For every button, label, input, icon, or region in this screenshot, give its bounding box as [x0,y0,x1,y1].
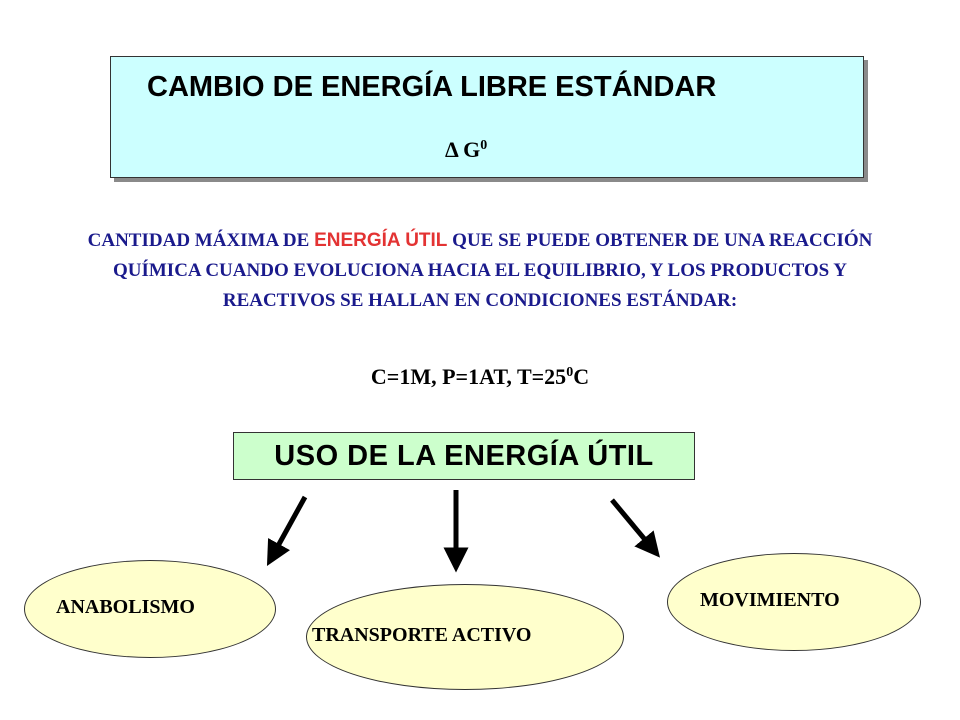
title: CAMBIO DE ENERGÍA LIBRE ESTÁNDAR [147,71,717,103]
arrow-icon [610,498,661,558]
definition-before: CANTIDAD MÁXIMA DE [87,230,315,251]
definition-after: QUE SE PUEDE OBTENER DE UNA REACCIÓN QUÍ… [112,230,873,311]
delta-g-symbol: Δ G0 [445,137,487,163]
conditions-superscript: 0 [566,365,574,380]
standard-conditions: C=1M, P=1AT, T=250C [0,364,960,390]
definition-highlight: ENERGÍA ÚTIL [314,230,448,251]
delta-g-superscript: 0 [480,138,488,153]
conditions-unit: C [573,364,590,389]
anabolismo-label: ANABOLISMO [56,596,195,618]
anabolismo-ellipse [24,560,276,658]
conditions-text: C=1M, P=1AT, T=25 [370,364,567,389]
title-box: CAMBIO DE ENERGÍA LIBRE ESTÁNDAR Δ G0 [110,56,864,178]
transporte-label: TRANSPORTE ACTIVO [312,624,532,646]
uso-label: USO DE LA ENERGÍA ÚTIL [274,439,654,472]
movimiento-label: MOVIMIENTO [700,589,840,611]
uso-box: USO DE LA ENERGÍA ÚTIL [233,432,695,480]
transporte-ellipse [306,584,624,690]
delta-g-text: Δ G [445,137,481,162]
movimiento-ellipse [667,553,921,651]
definition-text: CANTIDAD MÁXIMA DE ENERGÍA ÚTIL QUE SE P… [60,226,900,316]
arrow-icon [266,495,308,566]
